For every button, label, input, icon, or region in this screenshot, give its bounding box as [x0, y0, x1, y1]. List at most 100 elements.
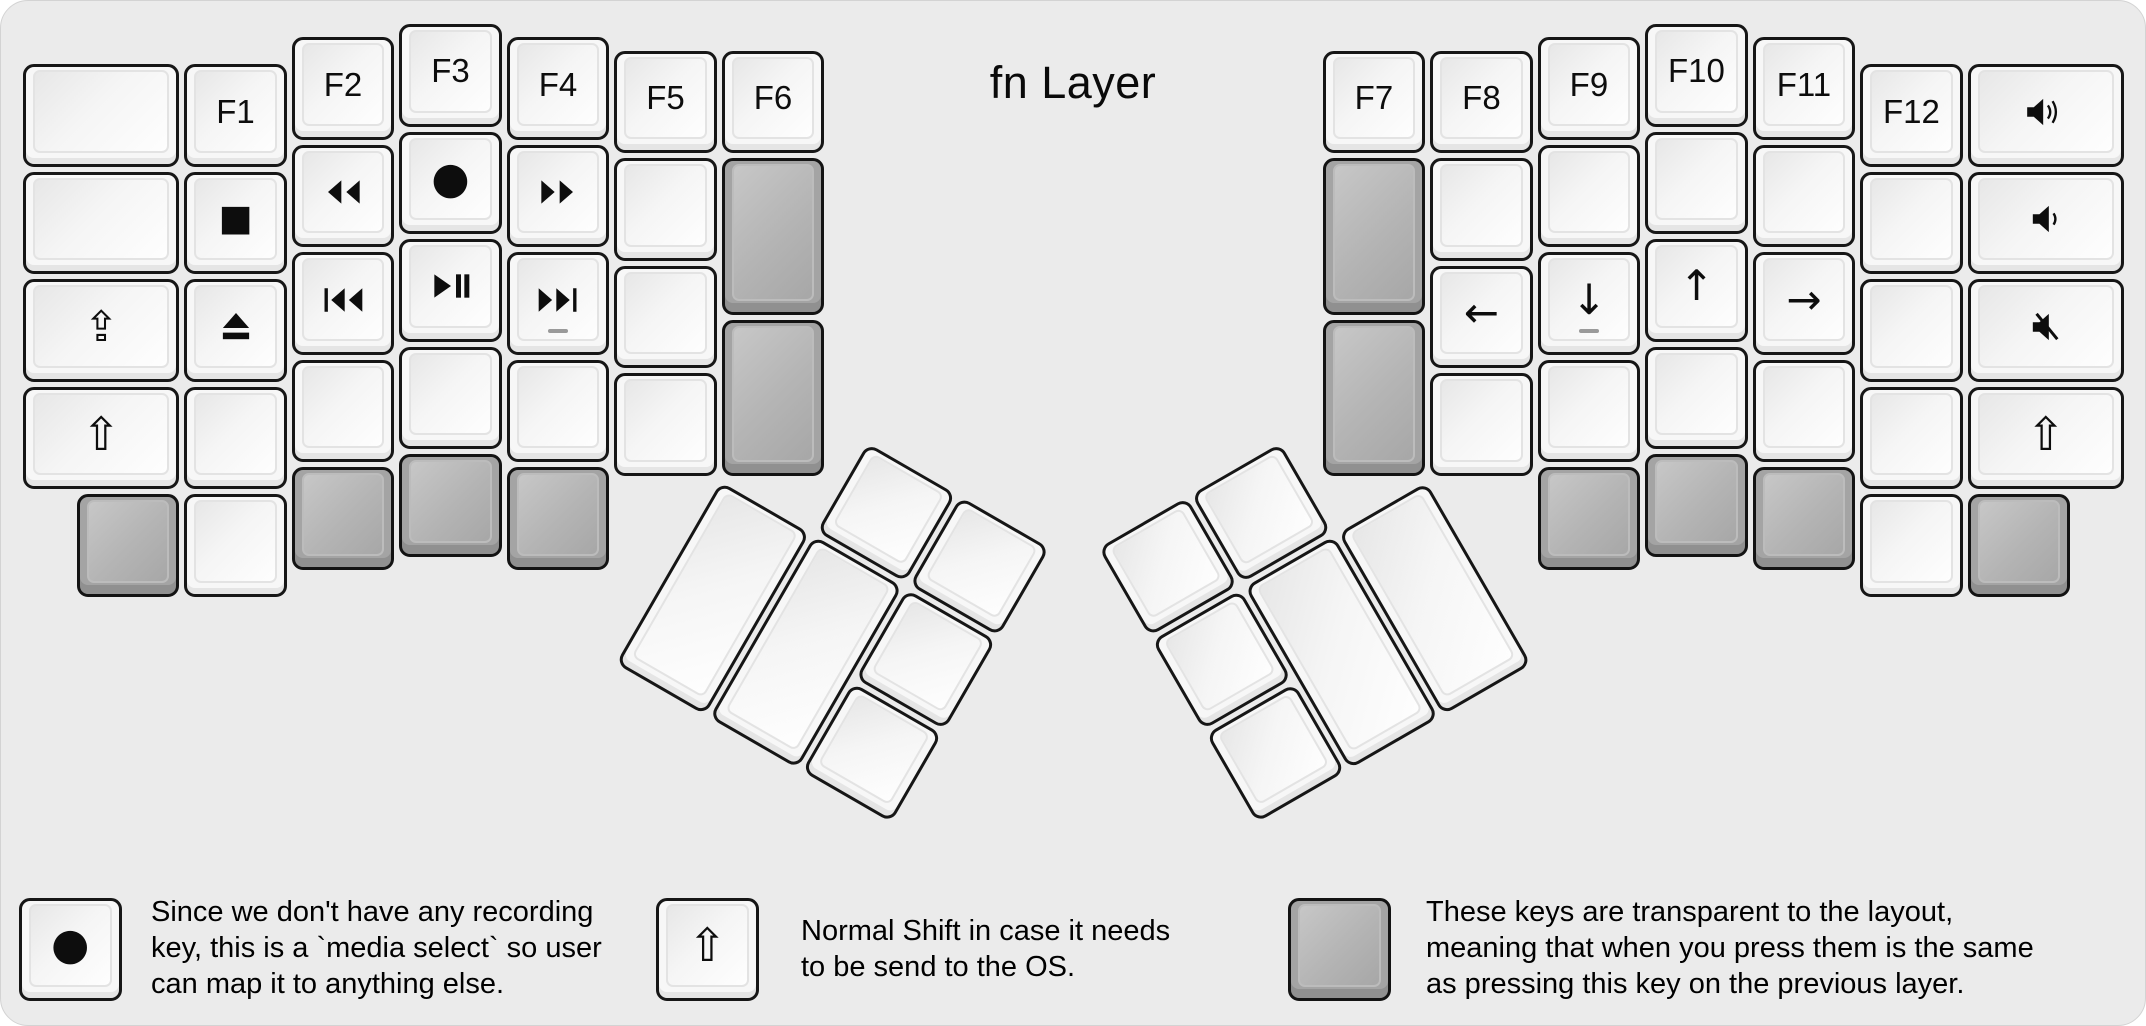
key-eject[interactable]: [184, 279, 287, 382]
key-transparent[interactable]: [1752, 467, 1856, 570]
arrow-left-icon: ←: [1463, 288, 1500, 338]
key-record[interactable]: ●: [19, 898, 122, 1001]
key-transparent[interactable]: [1645, 454, 1748, 557]
key-f8[interactable]: F8: [1430, 50, 1533, 154]
key-blank[interactable]: [184, 386, 287, 490]
key-shift[interactable]: ⇧: [1967, 386, 2124, 490]
key-blank[interactable]: [399, 346, 502, 449]
key-f2[interactable]: F2: [291, 37, 395, 140]
keytop: [33, 177, 170, 261]
key-blank[interactable]: [506, 359, 610, 463]
key-blank[interactable]: [614, 265, 717, 369]
key-arrow-down[interactable]: ↓: [1537, 252, 1641, 355]
key-f9[interactable]: F9: [1537, 37, 1641, 140]
keytop: [33, 70, 170, 153]
homing-bar-icon: [548, 328, 568, 333]
key-blank[interactable]: [1537, 144, 1641, 248]
keytop: [731, 325, 815, 462]
key-transparent[interactable]: [1537, 467, 1641, 570]
key-arrow-right[interactable]: →: [1752, 252, 1856, 355]
key-blank[interactable]: [1860, 386, 1963, 490]
key-blank[interactable]: [184, 494, 287, 597]
key-play-pause[interactable]: [399, 239, 502, 342]
key-arrow-up[interactable]: ↑: [1645, 239, 1748, 342]
legend-text: These keys are transparent to the layout…: [1426, 894, 2034, 1002]
key-transparent[interactable]: [1322, 319, 1426, 476]
key-volume-down[interactable]: [1967, 171, 2124, 275]
key-shift[interactable]: ⇧: [23, 386, 180, 490]
keytop: [1332, 164, 1416, 301]
keytop: [1977, 177, 2114, 261]
keytop: [1762, 365, 1846, 449]
keytop: [624, 379, 707, 462]
key-transparent[interactable]: [721, 319, 825, 476]
key-transparent[interactable]: [1322, 158, 1426, 315]
keytop: [1547, 365, 1631, 449]
key-f11[interactable]: F11: [1752, 37, 1856, 140]
key-blank[interactable]: [1645, 346, 1748, 449]
key-blank[interactable]: [1645, 131, 1748, 234]
key-blank[interactable]: [1860, 494, 1963, 597]
key-blank[interactable]: [23, 171, 180, 275]
keytop: [1762, 150, 1846, 234]
key-blank[interactable]: [1860, 279, 1963, 382]
key-transparent[interactable]: [76, 494, 180, 597]
key-f5[interactable]: F5: [614, 50, 717, 154]
key-transparent[interactable]: [721, 158, 825, 315]
keytop: F3: [409, 30, 492, 113]
key-label: F8: [1462, 79, 1501, 117]
key-caps-lock[interactable]: ⇪: [23, 279, 180, 382]
homing-bar-icon: [1578, 328, 1599, 333]
key-fast-forward[interactable]: [506, 144, 610, 248]
key-next-track[interactable]: [506, 252, 610, 355]
keytop: [194, 285, 277, 368]
key-record[interactable]: ●: [399, 131, 502, 234]
key-blank[interactable]: [291, 359, 395, 463]
key-transparent[interactable]: [1288, 898, 1391, 1001]
key-f7[interactable]: F7: [1322, 50, 1426, 154]
keytop: ●: [29, 904, 112, 987]
key-label: F12: [1882, 92, 1940, 130]
key-blank[interactable]: [1860, 171, 1963, 275]
keytop: ⇪: [33, 285, 170, 368]
key-previous-track[interactable]: [291, 252, 395, 355]
key-f3[interactable]: F3: [399, 24, 502, 127]
key-volume-up[interactable]: [1967, 64, 2124, 167]
key-transparent[interactable]: [291, 467, 395, 570]
keytop: [1202, 452, 1316, 566]
key-f1[interactable]: F1: [184, 64, 287, 167]
key-blank[interactable]: [23, 64, 180, 167]
key-stop[interactable]: ■: [184, 171, 287, 275]
key-transparent[interactable]: [399, 454, 502, 557]
key-shift[interactable]: ⇧: [656, 898, 759, 1001]
key-arrow-left[interactable]: ←: [1430, 265, 1533, 369]
keytop: [194, 500, 277, 583]
key-f12[interactable]: F12: [1860, 64, 1963, 167]
keytop: [1977, 285, 2114, 368]
key-blank[interactable]: [614, 373, 717, 476]
keytop: [1332, 325, 1416, 462]
key-label: F5: [646, 79, 685, 117]
key-f10[interactable]: F10: [1645, 24, 1748, 127]
key-volume-mute[interactable]: [1967, 279, 2124, 382]
key-transparent[interactable]: [1967, 494, 2071, 597]
key-f6[interactable]: F6: [721, 50, 825, 154]
key-blank[interactable]: [1752, 144, 1856, 248]
key-blank[interactable]: [1430, 373, 1533, 476]
key-blank[interactable]: [1752, 359, 1856, 463]
keytop: F2: [301, 43, 385, 126]
arrow-up-icon: ↑: [1678, 261, 1715, 311]
keytop: [924, 506, 1038, 619]
key-blank[interactable]: [614, 158, 717, 261]
key-blank[interactable]: [1430, 158, 1533, 261]
key-blank[interactable]: [1537, 359, 1641, 463]
legend-text-line: Normal Shift in case it needs: [801, 915, 1171, 947]
shift-icon: ⇧: [2026, 407, 2066, 462]
keytop: [516, 473, 600, 556]
key-transparent[interactable]: [506, 467, 610, 570]
key-f4[interactable]: F4: [506, 37, 610, 140]
fast-forward-icon: [538, 178, 578, 206]
arrow-down-icon: ↓: [1571, 274, 1607, 324]
key-rewind[interactable]: [291, 144, 395, 248]
